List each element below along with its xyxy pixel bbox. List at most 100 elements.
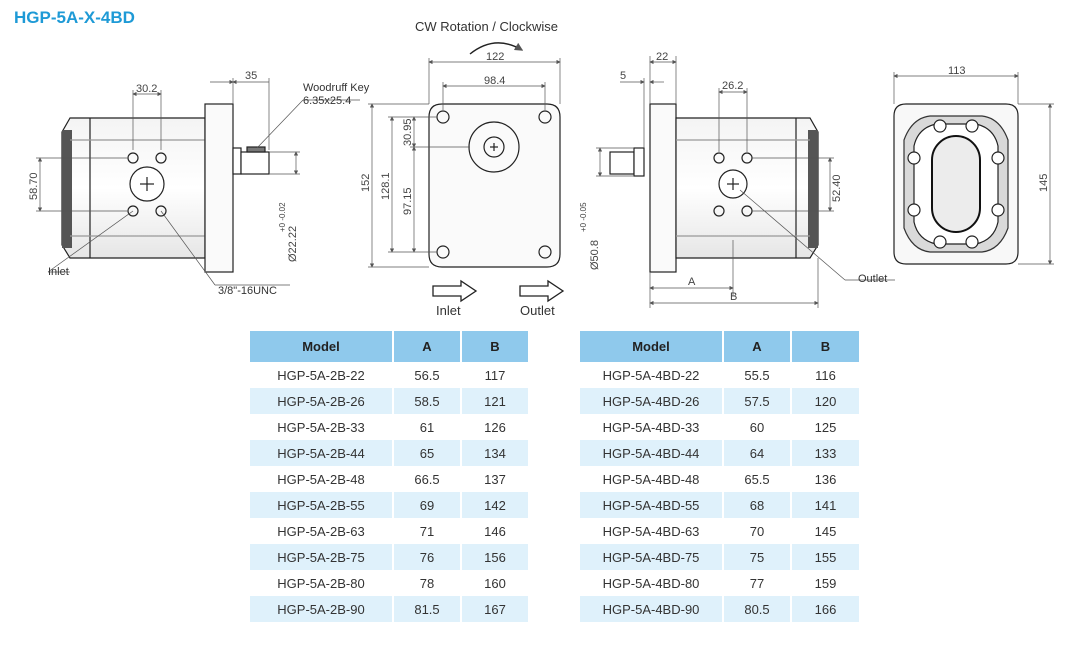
a-cell: 61 — [393, 414, 462, 440]
inlet-label: Inlet — [48, 266, 69, 278]
model-cell: HGP-5A-4BD-55 — [580, 492, 724, 518]
inlet-side-view — [61, 103, 270, 273]
model-cell: HGP-5A-2B-90 — [250, 596, 394, 622]
a-cell: 69 — [393, 492, 462, 518]
b-cell: 121 — [461, 388, 528, 414]
dim-b: B — [730, 291, 737, 303]
model-cell: HGP-5A-2B-48 — [250, 466, 394, 492]
a-cell: 64 — [723, 440, 792, 466]
front-flange-dimensions — [368, 58, 561, 268]
model-cell: HGP-5A-2B-55 — [250, 492, 394, 518]
inlet-arrow-label: Inlet — [436, 303, 461, 318]
dim-128-1: 128.1 — [380, 172, 392, 200]
model-cell: HGP-5A-4BD-75 — [580, 544, 724, 570]
dim-30-95: 30.95 — [402, 118, 414, 146]
b-cell: 136 — [791, 466, 859, 492]
a-cell: 71 — [393, 518, 462, 544]
front-flange-view — [428, 103, 561, 268]
model-cell: HGP-5A-2B-33 — [250, 414, 394, 440]
a-cell: 81.5 — [393, 596, 462, 622]
dim-97-15: 97.15 — [402, 187, 414, 215]
b-cell: 126 — [461, 414, 528, 440]
a-cell: 77 — [723, 570, 792, 596]
inlet-arrow-icon — [432, 279, 478, 303]
model-cell: HGP-5A-2B-26 — [250, 388, 394, 414]
outlet-side-dimensions — [596, 56, 895, 308]
dim-52-40: 52.40 — [831, 174, 843, 202]
a-cell: 75 — [723, 544, 792, 570]
a-cell: 76 — [393, 544, 462, 570]
model-cell: HGP-5A-2B-22 — [250, 362, 394, 388]
table-header-model: Model — [250, 331, 394, 362]
table-header-model: Model — [580, 331, 724, 362]
outlet-side-view — [609, 103, 819, 273]
model-cell: HGP-5A-4BD-48 — [580, 466, 724, 492]
dim-a: A — [688, 276, 696, 288]
a-cell: 57.5 — [723, 388, 792, 414]
b-cell: 137 — [461, 466, 528, 492]
dim-98-4: 98.4 — [484, 75, 505, 87]
rear-view — [893, 103, 1019, 265]
tolerance-1: +0 -0.02 — [278, 202, 287, 232]
dim-22-22: Ø22.22 — [287, 226, 299, 262]
b-cell: 156 — [461, 544, 528, 570]
outlet-arrow-icon — [519, 279, 565, 303]
tolerance-2: +0 -0.05 — [579, 202, 588, 232]
dim-113: 113 — [948, 65, 966, 77]
dim-50-8: Ø50.8 — [589, 240, 601, 270]
a-cell: 55.5 — [723, 362, 792, 388]
dim-30-2: 30.2 — [136, 83, 157, 95]
dim-26-2: 26.2 — [722, 80, 743, 92]
technical-drawing: 30.2 35 58.70 Ø22.22 +0 -0.02 Woodruff K… — [28, 19, 1054, 318]
thread-label: 3/8"-16UNC — [218, 285, 277, 297]
a-cell: 58.5 — [393, 388, 462, 414]
dim-35: 35 — [245, 70, 257, 82]
b-cell: 133 — [791, 440, 859, 466]
dim-5: 5 — [620, 70, 626, 82]
b-cell: 155 — [791, 544, 859, 570]
model-cell: HGP-5A-4BD-33 — [580, 414, 724, 440]
a-cell: 78 — [393, 570, 462, 596]
a-cell: 56.5 — [393, 362, 462, 388]
outlet-label: Outlet — [858, 273, 887, 285]
a-cell: 80.5 — [723, 596, 792, 622]
inlet-side-dimensions — [36, 78, 360, 286]
model-cell: HGP-5A-4BD-90 — [580, 596, 724, 622]
b-cell: 134 — [461, 440, 528, 466]
model-cell: HGP-5A-2B-63 — [250, 518, 394, 544]
a-cell: 68 — [723, 492, 792, 518]
b-cell: 141 — [791, 492, 859, 518]
table-header-b: B — [461, 331, 528, 362]
model-cell: HGP-5A-4BD-80 — [580, 570, 724, 596]
a-cell: 60 — [723, 414, 792, 440]
rotation-arrow-icon — [469, 42, 524, 55]
model-cell: HGP-5A-4BD-63 — [580, 518, 724, 544]
woodruff-label: Woodruff Key — [303, 82, 370, 94]
dim-22: 22 — [656, 51, 668, 63]
a-cell: 70 — [723, 518, 792, 544]
dim-58-70: 58.70 — [28, 172, 40, 200]
model-cell: HGP-5A-4BD-44 — [580, 440, 724, 466]
table-header-b: B — [791, 331, 859, 362]
b-cell: 145 — [791, 518, 859, 544]
rotation-label: CW Rotation / Clockwise — [415, 19, 558, 34]
